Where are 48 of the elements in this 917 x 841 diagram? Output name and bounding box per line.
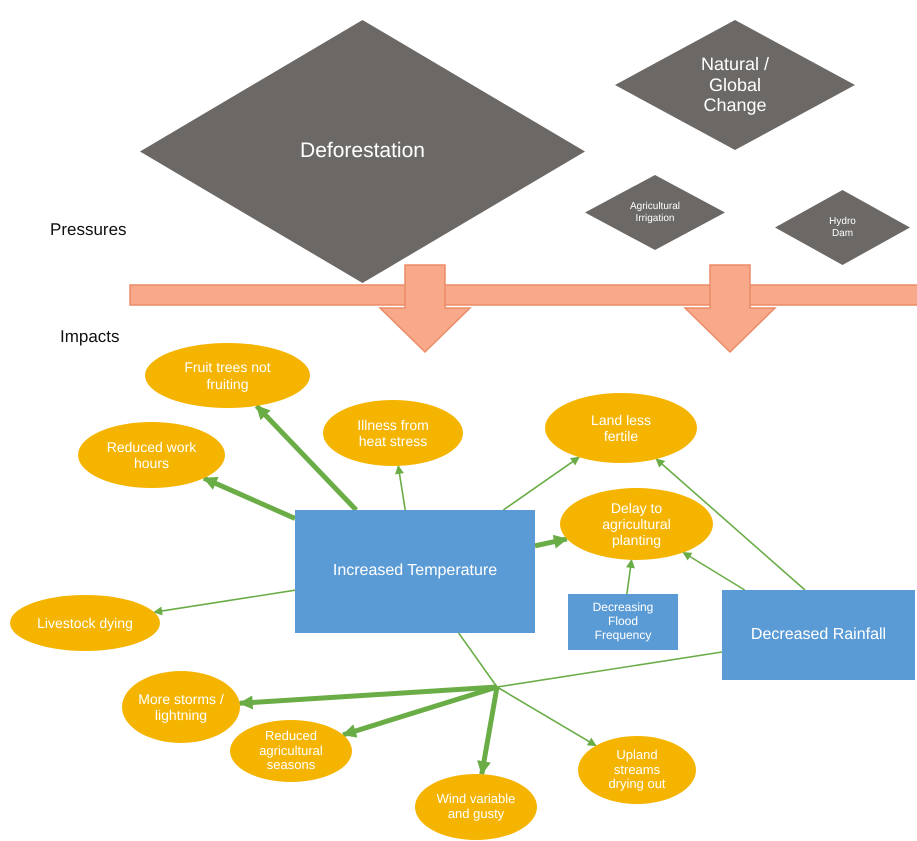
node-label: Reduced work hours	[106, 438, 196, 472]
arrow	[395, 464, 406, 510]
impact-ellipse	[10, 595, 160, 651]
arrow	[682, 552, 746, 591]
impact-ellipse	[122, 671, 240, 743]
node-label: Reduced agricultural seasons	[258, 728, 324, 774]
section-label: Impacts	[60, 327, 120, 347]
arrow	[153, 589, 296, 616]
node-label: Wind variable and gusty	[436, 792, 516, 822]
arrow	[534, 534, 568, 548]
cause-box	[295, 510, 535, 633]
node-label: Livestock dying	[37, 614, 133, 632]
node-label: Illness from heat stress	[356, 416, 430, 450]
arrow	[496, 686, 597, 746]
node-label: Land less fertile	[590, 412, 652, 444]
pressure-diamond	[585, 175, 725, 250]
node-label: Deforestation	[300, 139, 425, 164]
node-label: Hydro Dam	[828, 216, 857, 239]
node-label: Natural / Global Change	[700, 54, 770, 116]
impact-ellipse	[78, 422, 225, 488]
node-label: Upland streams drying out	[607, 748, 667, 792]
pressure-diamond	[615, 20, 855, 150]
impact-ellipse	[578, 736, 696, 804]
section-label: Pressures	[50, 220, 127, 240]
arrow	[477, 686, 500, 776]
impact-ellipse	[323, 400, 463, 466]
node-label: Delay to agricultural planting	[601, 500, 672, 548]
impact-ellipse	[560, 488, 713, 560]
pressure-diamond	[140, 20, 585, 283]
node-label: Decreased Rainfall	[750, 626, 886, 644]
arrow	[626, 558, 635, 594]
arrow	[655, 458, 806, 591]
impact-ellipse	[230, 720, 352, 782]
impact-ellipse	[415, 774, 537, 840]
arrow	[202, 476, 296, 521]
cause-box	[568, 594, 678, 650]
arrow	[254, 404, 358, 512]
arrow	[502, 456, 580, 511]
node-label: Fruit trees not fruiting	[183, 359, 272, 392]
pressure-diamond	[775, 190, 910, 265]
node-label: Decreasing Flood Frequency	[592, 601, 654, 643]
node-label: More storms / lightning	[137, 690, 225, 724]
impact-ellipse	[545, 393, 697, 463]
arrow	[238, 684, 498, 710]
impact-ellipse	[145, 343, 310, 408]
node-label: Agricultural Irrigation	[628, 201, 682, 224]
cause-box	[722, 590, 915, 680]
node-label: Increased Temperature	[332, 562, 498, 581]
